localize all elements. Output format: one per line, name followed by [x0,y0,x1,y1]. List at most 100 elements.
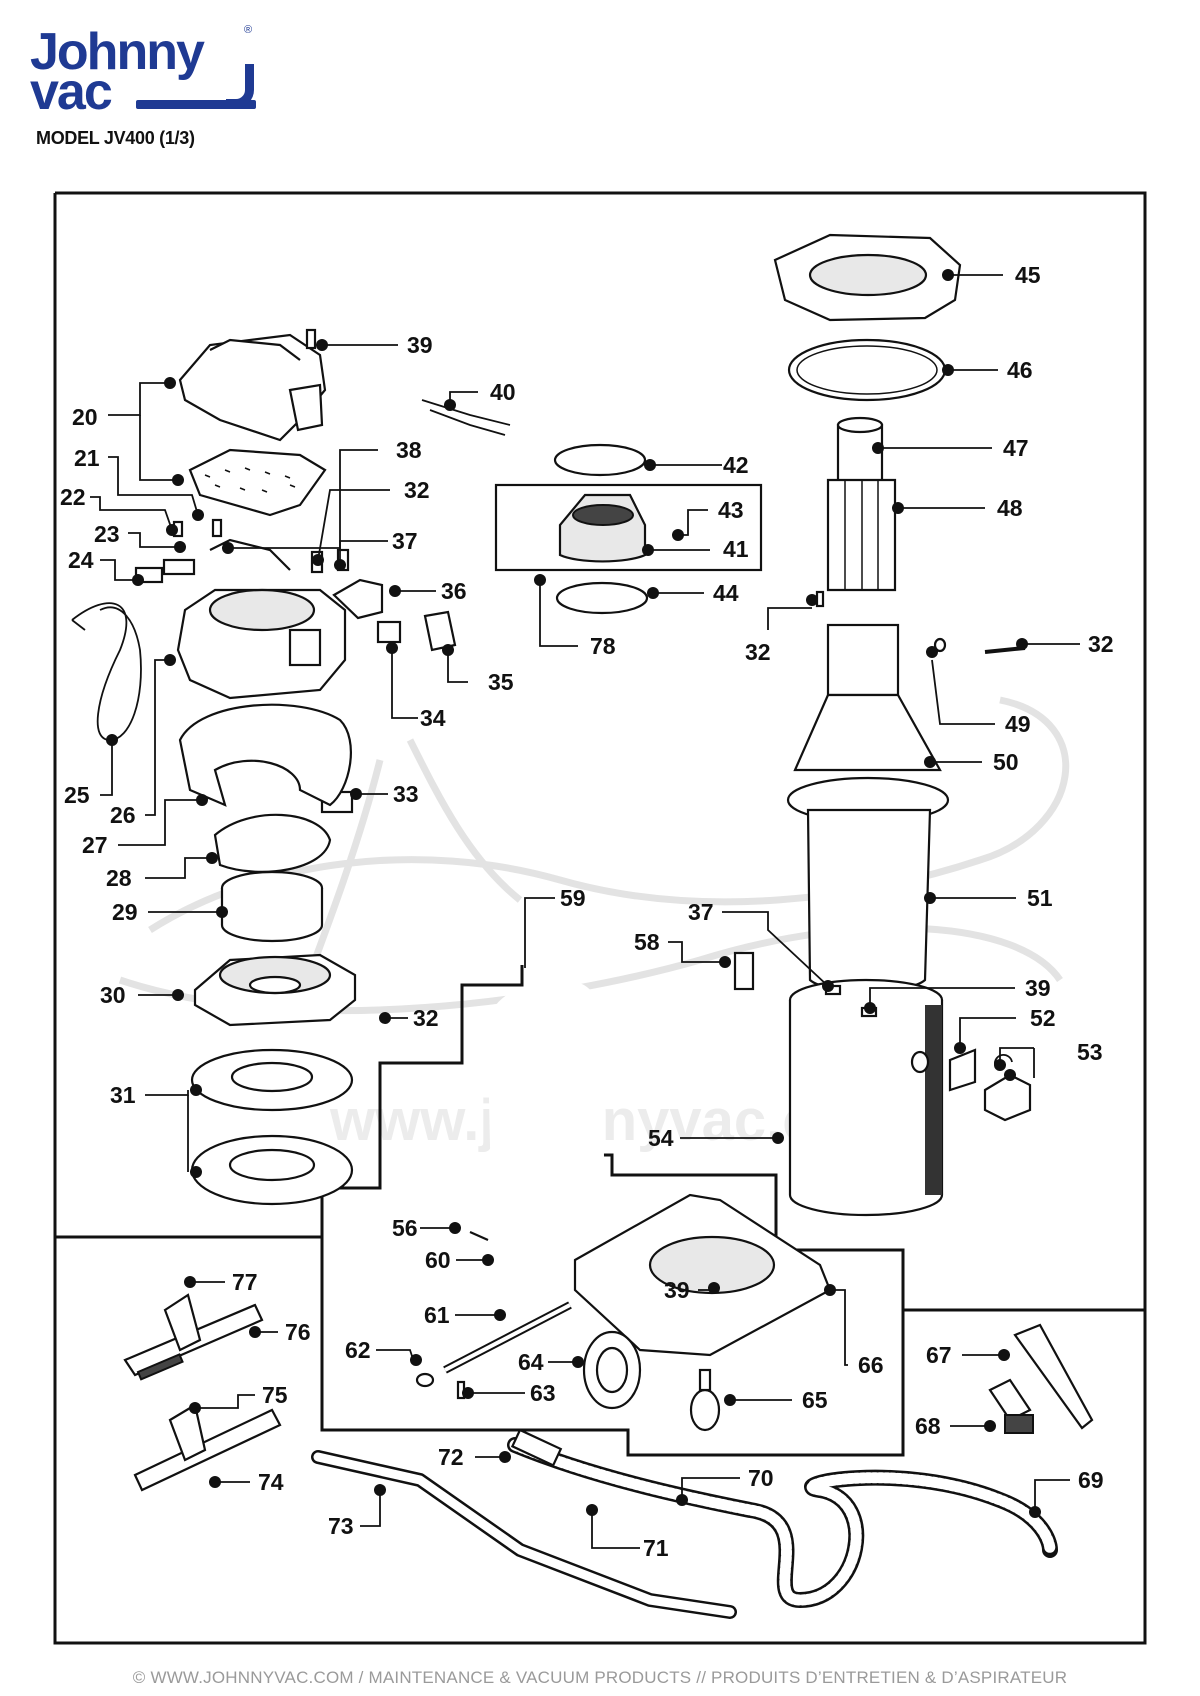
motor-housing-part [176,588,347,700]
tank-part [788,978,944,1217]
logo-underline [136,100,256,109]
callout-31: 31 [110,1082,136,1108]
callout-75: 75 [262,1382,288,1408]
diagram-frame [53,191,1147,1645]
callout-60: 60 [425,1247,451,1273]
floor-tool-lower-part [133,1403,282,1492]
leader-lines [90,269,1080,1549]
callout-58: 58 [634,929,660,955]
top-cover-part [178,333,327,442]
crevice-tool-part [1013,1323,1094,1430]
callout-47: 47 [1003,435,1029,461]
callout-64: 64 [518,1349,544,1375]
callout-50: 50 [993,749,1019,775]
callout-40: 40 [490,379,516,405]
filter-cylinder-part [220,870,324,943]
screw-part [305,328,317,350]
callout-63: 63 [530,1380,556,1406]
registered-mark: ® [244,24,253,36]
dusting-brush-part [988,1378,1034,1434]
callout-33: 33 [393,781,419,807]
callout-67: 67 [926,1342,952,1368]
chassis-part [573,1193,832,1357]
clip-part [933,637,947,653]
foam-filter-part [188,448,327,517]
callout-43: 43 [718,497,744,523]
callout-22: 22 [60,484,86,510]
vacuum-motor-part [558,493,647,563]
callout-32-float: 32 [745,639,771,665]
callout-24: 24 [68,547,94,573]
callout-45: 45 [1015,262,1041,288]
callout-77: 77 [232,1269,258,1295]
gasket-rings-part [190,1048,354,1206]
callout-78: 78 [590,633,616,659]
callout-35: 35 [488,669,514,695]
callout-56: 56 [392,1215,418,1241]
callout-41: 41 [723,536,749,562]
wire-harness-part [421,399,511,436]
callout-21: 21 [74,445,100,471]
callout-38: 38 [396,437,422,463]
callout-23: 23 [94,521,120,547]
wheel-part [582,1330,642,1410]
callout-71: 71 [643,1535,669,1561]
floor-tool-upper-part [123,1293,264,1381]
callout-20: 20 [72,404,98,430]
callout-61: 61 [424,1302,450,1328]
callout-76: 76 [285,1319,311,1345]
callout-39-top: 39 [407,332,433,358]
filter-bag-part [786,776,950,993]
callout-46: 46 [1007,357,1033,383]
foam-disc-part [213,813,332,873]
latch-part [733,951,755,991]
callout-62: 62 [345,1337,371,1363]
callout-59: 59 [560,885,586,911]
callout-74: 74 [258,1469,284,1495]
callout-52: 52 [1030,1005,1056,1031]
callout-39-chassis: 39 [664,1277,690,1303]
callout-28: 28 [106,865,132,891]
motor-gasket-top-part [553,443,647,477]
callout-32-right: 32 [1088,631,1114,657]
callout-70: 70 [748,1465,774,1491]
callout-37-lower: 37 [688,899,714,925]
foam-ring-part [178,703,352,807]
johnnyvac-logo: Johnny vac ® [26,22,256,122]
callout-66: 66 [858,1352,884,1378]
axle-cap-part [415,1372,435,1388]
callout-39-tank: 39 [1025,975,1051,1001]
motor-gasket-bottom-part [555,581,649,615]
callout-32-upper: 32 [404,477,430,503]
callout-69: 69 [1078,1467,1104,1493]
callout-48: 48 [997,495,1023,521]
callout-68: 68 [915,1413,941,1439]
callout-29: 29 [112,899,138,925]
callout-73: 73 [328,1513,354,1539]
callout-26: 26 [110,802,136,828]
callout-labels: 20 21 22 23 24 25 26 27 28 29 30 31 32 3… [60,262,1114,1561]
callout-27: 27 [82,832,108,858]
callout-44: 44 [713,580,739,606]
footer-copyright: © WWW.JOHNNYVAC.COM / MAINTENANCE & VACU… [132,1668,1068,1687]
section-divider-chassis [320,965,905,1457]
callout-30: 30 [100,982,126,1008]
callout-49: 49 [1005,711,1031,737]
callout-51: 51 [1027,885,1053,911]
callout-72: 72 [438,1444,464,1470]
logo-text-johnny: Johnny [30,23,205,81]
filter-cone-part [793,623,942,772]
callout-37-upper: 37 [392,528,418,554]
switch-parts [134,518,291,584]
callout-65: 65 [802,1387,828,1413]
inlet-parts [948,1048,1032,1122]
logo-text-vac: vac [30,63,113,121]
callout-36: 36 [441,578,467,604]
caster-part [689,1368,721,1432]
handle-part [488,980,604,1263]
model-title: MODEL JV400 (1/3) [36,128,195,148]
motor-assembly-box [494,483,763,572]
callout-25: 25 [64,782,90,808]
pin-part [469,1230,489,1242]
